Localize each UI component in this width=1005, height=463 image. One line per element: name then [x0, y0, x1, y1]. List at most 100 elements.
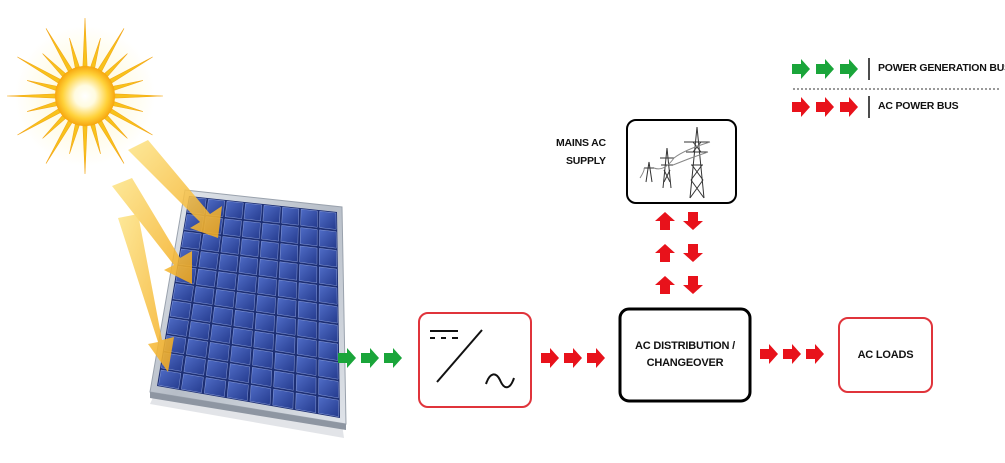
solar-cell	[297, 300, 317, 321]
legend-generation-arrows	[792, 59, 858, 79]
arrow-right	[587, 348, 605, 368]
solar-cell	[319, 211, 337, 230]
arrow-right	[792, 97, 810, 117]
solar-cell	[214, 289, 235, 308]
solar-cell	[158, 369, 182, 389]
mains-label-line1: MAINS AC	[556, 137, 606, 149]
solar-cell	[297, 319, 317, 339]
solar-cell	[210, 324, 232, 344]
solar-cell	[280, 225, 299, 244]
arrow-right	[760, 344, 778, 364]
solar-cell	[278, 261, 298, 281]
solar-cell	[193, 286, 215, 305]
solar-cell	[233, 309, 254, 329]
solar-cell	[249, 385, 272, 405]
arrow-right	[816, 59, 834, 79]
solar-cell	[253, 331, 274, 351]
solar-cell	[183, 356, 206, 376]
solar-cell	[172, 283, 194, 302]
arrow-right	[806, 344, 824, 364]
solar-cell	[240, 238, 260, 257]
solar-cell	[276, 316, 296, 336]
solar-cell	[260, 240, 279, 260]
distribution-label-line2: CHANGEOVER	[646, 357, 724, 369]
solar-cell	[296, 355, 317, 376]
solar-cell	[198, 251, 219, 270]
solar-cell	[235, 292, 256, 311]
arrow-down	[683, 244, 703, 262]
solar-cell	[254, 313, 275, 333]
solar-cell	[206, 359, 228, 380]
generation-bus-arrows	[338, 348, 402, 368]
arrow-right	[840, 59, 858, 79]
solar-cell	[319, 229, 337, 249]
solar-cell	[275, 334, 296, 354]
solar-cell	[261, 222, 280, 242]
arrow-down	[683, 212, 703, 230]
mains-label: MAINS AC SUPPLY	[556, 134, 606, 170]
legend	[792, 58, 1000, 118]
solar-cell	[319, 248, 337, 268]
arrow-right	[564, 348, 582, 368]
distribution-label-line1: AC DISTRIBUTION /	[635, 340, 735, 352]
solar-cell	[204, 377, 227, 397]
arrow-right	[840, 97, 858, 117]
solar-cell	[188, 321, 211, 341]
ac-bus-arrows-inverter-to-distribution	[541, 348, 605, 368]
solar-cell	[226, 381, 249, 401]
sunlight-beams	[112, 140, 222, 372]
solar-cell	[251, 367, 273, 387]
solar-cell	[220, 236, 241, 255]
solar-cell	[257, 277, 277, 296]
solar-cell	[230, 345, 252, 365]
ac-bus-arrows-distribution-to-loads	[760, 344, 824, 364]
distribution-label: AC DISTRIBUTION / CHANGEOVER	[620, 338, 750, 372]
legend-generation-label: POWER GENERATION BUS	[878, 62, 1005, 74]
solar-cell	[222, 218, 242, 237]
solar-cell	[238, 256, 258, 275]
solar-cell	[252, 349, 273, 369]
solar-cell	[295, 374, 317, 395]
solar-cell	[277, 279, 297, 299]
solar-cell	[181, 373, 204, 393]
legend-ac-arrows	[792, 97, 858, 117]
solar-cell	[296, 337, 317, 358]
arrow-down	[683, 276, 703, 294]
legend-ac-label: AC POWER BUS	[878, 100, 959, 112]
ac-loads-label: AC LOADS	[857, 349, 914, 361]
solar-panel-icon	[149, 189, 347, 438]
solar-cell	[256, 295, 276, 315]
solar-cell	[299, 245, 318, 265]
solar-cell	[258, 259, 278, 278]
mains-box	[626, 119, 737, 204]
distribution-box	[618, 307, 752, 403]
solar-cell	[318, 359, 339, 380]
solar-cell	[166, 317, 189, 337]
solar-cell	[272, 388, 294, 409]
solar-cell	[243, 202, 263, 222]
solar-cell	[281, 206, 300, 226]
transmission-tower-icon	[639, 126, 711, 199]
solar-cell	[295, 392, 317, 413]
solar-cell	[224, 200, 244, 219]
solar-cell	[274, 352, 295, 373]
solar-cell	[191, 303, 213, 323]
solar-cell	[318, 303, 338, 324]
inverter-box	[418, 312, 532, 408]
ac-loads-box	[838, 317, 933, 393]
solar-cell	[298, 264, 318, 284]
solar-cell	[237, 274, 257, 293]
solar-cell	[319, 266, 338, 286]
solar-cell	[279, 243, 298, 263]
solar-cell	[273, 370, 295, 391]
solar-cell	[299, 227, 318, 247]
arrow-right	[384, 348, 402, 368]
solar-cell	[208, 342, 230, 362]
solar-cell	[231, 327, 253, 347]
ac-bus-arrows-mains-bidirectional	[655, 212, 703, 294]
arrow-right	[541, 348, 559, 368]
arrow-right	[816, 97, 834, 117]
solar-cell	[196, 268, 217, 288]
